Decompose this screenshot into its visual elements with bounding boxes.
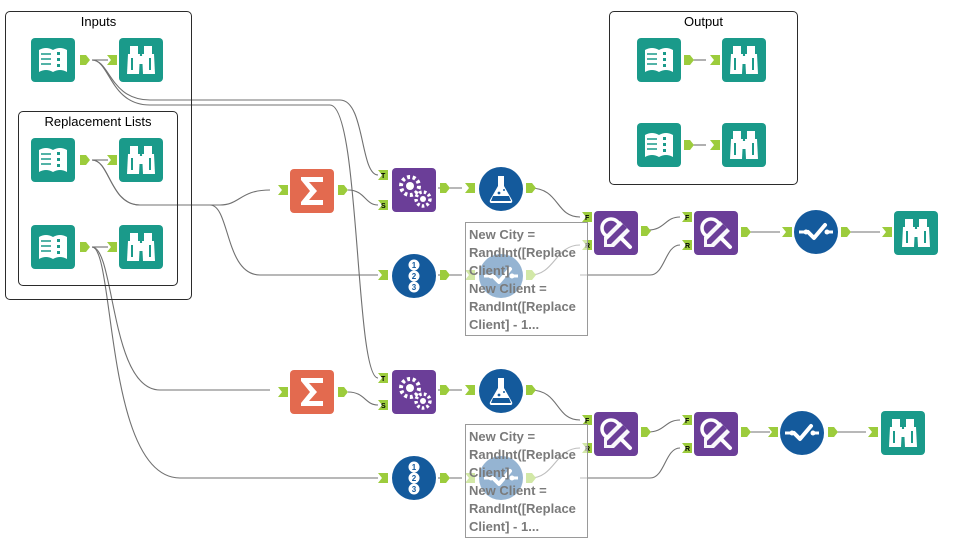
browse-tool[interactable] bbox=[119, 138, 163, 182]
anchor-label-t: T bbox=[381, 173, 386, 180]
formula-annotation-top: New City = RandInt([Replace Client] New … bbox=[465, 222, 588, 336]
select-tool[interactable] bbox=[794, 210, 838, 254]
formula-tool[interactable] bbox=[479, 167, 523, 211]
output-container-title: Output bbox=[683, 14, 724, 29]
inputs-container[interactable]: Inputs bbox=[5, 11, 192, 300]
formula-annotation-bottom: New City = RandInt([Replace Client] New … bbox=[465, 424, 588, 538]
find-replace-tool[interactable] bbox=[594, 211, 638, 255]
record-id-tool[interactable] bbox=[392, 456, 436, 500]
summarize-tool[interactable] bbox=[290, 169, 334, 213]
input-data-tool[interactable] bbox=[31, 225, 75, 269]
anchor-label-s: S bbox=[381, 203, 386, 210]
append-fields-tool[interactable] bbox=[392, 370, 436, 414]
anchor-label-f: F bbox=[685, 215, 690, 222]
replacement-lists-container[interactable]: Replacement Lists bbox=[18, 111, 178, 286]
anchor-label-t: T bbox=[381, 376, 386, 383]
browse-tool[interactable] bbox=[119, 225, 163, 269]
anchor-label-f: F bbox=[585, 215, 590, 222]
find-replace-tool[interactable] bbox=[694, 211, 738, 255]
input-data-tool[interactable] bbox=[31, 138, 75, 182]
anchor-label-s: S bbox=[381, 403, 386, 410]
formula-annotation-text: New City = RandInt([Replace Client] New … bbox=[469, 429, 576, 534]
anchor-label-f: F bbox=[585, 418, 590, 425]
anchor-label-r: R bbox=[685, 243, 690, 250]
record-id-tool[interactable] bbox=[392, 254, 436, 298]
find-replace-tool[interactable] bbox=[694, 412, 738, 456]
append-fields-tool[interactable] bbox=[392, 168, 436, 212]
input-data-tool[interactable] bbox=[637, 38, 681, 82]
find-replace-tool[interactable] bbox=[594, 412, 638, 456]
input-data-tool[interactable] bbox=[31, 38, 75, 82]
input-data-tool[interactable] bbox=[637, 123, 681, 167]
anchor-label-f: F bbox=[685, 418, 690, 425]
browse-tool[interactable] bbox=[119, 38, 163, 82]
formula-tool[interactable] bbox=[479, 369, 523, 413]
browse-tool[interactable] bbox=[881, 411, 925, 455]
browse-tool[interactable] bbox=[722, 38, 766, 82]
inputs-container-title: Inputs bbox=[80, 14, 117, 29]
formula-annotation-text: New City = RandInt([Replace Client] New … bbox=[469, 227, 576, 332]
anchor-label-r: R bbox=[685, 446, 690, 453]
replacement-lists-container-title: Replacement Lists bbox=[44, 114, 152, 129]
select-tool[interactable] bbox=[780, 411, 824, 455]
browse-tool[interactable] bbox=[722, 123, 766, 167]
browse-tool[interactable] bbox=[894, 211, 938, 255]
summarize-tool[interactable] bbox=[290, 370, 334, 414]
output-container[interactable]: Output bbox=[609, 11, 798, 185]
